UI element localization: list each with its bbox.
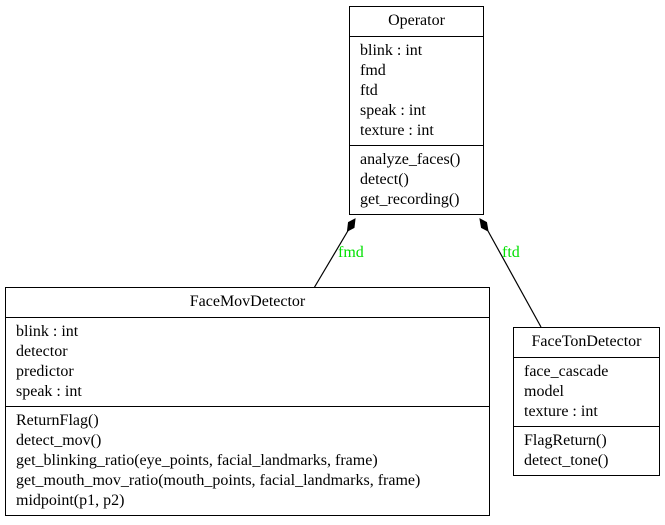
attribute: blink : int: [16, 323, 79, 340]
attribute: face_cascade: [524, 363, 609, 380]
edge-ftd-line: [487, 230, 542, 328]
class-face-ton-detector-attributes: face_cascade model texture : int: [514, 358, 659, 426]
method: get_blinking_ratio(eye_points, facial_la…: [16, 452, 378, 469]
class-face-mov-detector-attributes: blink : int detector predictor speak : i…: [6, 318, 489, 406]
edge-ftd: ftd: [479, 218, 542, 328]
class-face-ton-detector[interactable]: FaceTonDetector face_cascade model textu…: [513, 327, 660, 476]
attribute: predictor: [16, 363, 74, 380]
method: get_recording(): [360, 191, 460, 208]
class-face-mov-detector-methods: ReturnFlag() detect_mov() get_blinking_r…: [6, 406, 489, 515]
edge-fmd-line: [313, 228, 350, 289]
edge-fmd: fmd: [313, 218, 364, 289]
method: detect(): [360, 171, 409, 188]
class-face-mov-detector[interactable]: FaceMovDetector blink : int detector pre…: [5, 287, 490, 516]
class-operator[interactable]: Operator blink : int fmd ftd speak : int…: [349, 6, 484, 215]
attribute: texture : int: [360, 122, 434, 139]
class-operator-methods: analyze_faces() detect() get_recording(): [350, 145, 483, 214]
class-face-mov-detector-name: FaceMovDetector: [6, 288, 489, 318]
edge-ftd-label: ftd: [502, 244, 520, 261]
attribute: model: [524, 383, 564, 400]
class-operator-attributes: blink : int fmd ftd speak : int texture …: [350, 37, 483, 145]
ftd-composition-diamond: [479, 218, 489, 232]
class-face-ton-detector-name: FaceTonDetector: [514, 328, 659, 358]
class-face-ton-detector-methods: FlagReturn() detect_tone(): [514, 426, 659, 475]
attribute: detector: [16, 343, 68, 360]
attribute: texture : int: [524, 403, 598, 420]
attribute: ftd: [360, 82, 378, 99]
method: detect_mov(): [16, 432, 102, 449]
method: FlagReturn(): [524, 432, 607, 449]
attribute: speak : int: [360, 102, 426, 119]
method: get_mouth_mov_ratio(mouth_points, facial…: [16, 472, 421, 489]
method: detect_tone(): [524, 452, 609, 469]
class-operator-name: Operator: [350, 7, 483, 37]
attribute: speak : int: [16, 383, 82, 400]
attribute: blink : int: [360, 42, 423, 59]
fmd-composition-diamond: [346, 218, 356, 232]
method: analyze_faces(): [360, 151, 461, 168]
method: midpoint(p1, p2): [16, 492, 125, 509]
method: ReturnFlag(): [16, 412, 99, 429]
attribute: fmd: [360, 62, 386, 79]
edge-fmd-label: fmd: [338, 244, 364, 261]
